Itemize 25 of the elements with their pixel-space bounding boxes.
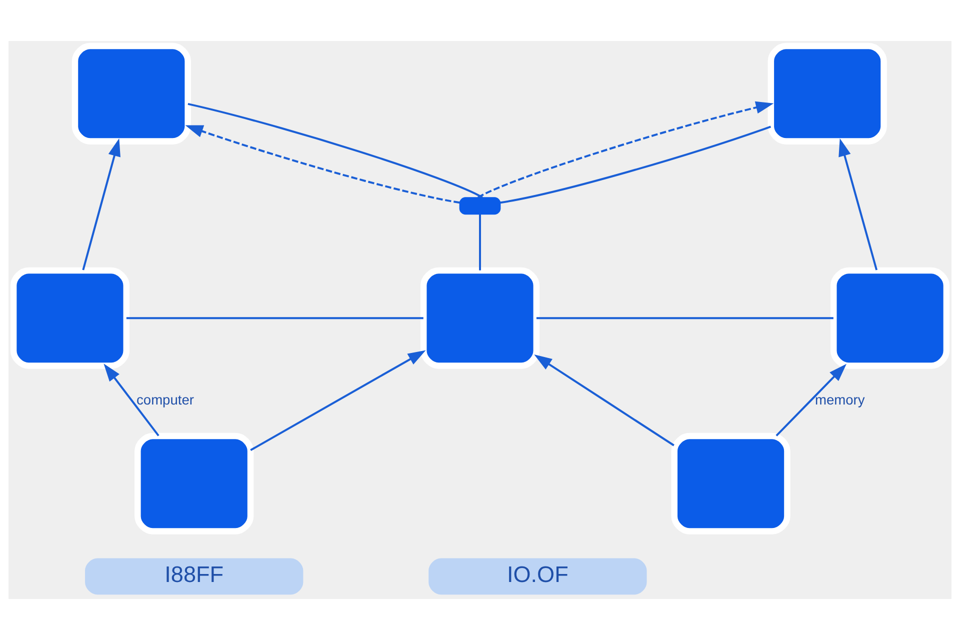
- edge-label: memory: [814, 392, 865, 408]
- arrow: [82, 138, 120, 270]
- connector: [500, 126, 772, 204]
- connector: [126, 317, 424, 320]
- node-box: [420, 267, 540, 369]
- arrow: [185, 125, 460, 204]
- connector: [188, 102, 483, 198]
- node-box: IO.OF: [428, 558, 647, 595]
- arrow: [534, 354, 674, 446]
- arrow: [104, 364, 160, 436]
- node-box: [72, 42, 191, 144]
- arrow: [478, 101, 774, 198]
- arrow: [250, 350, 426, 452]
- edge-label: computer: [136, 392, 194, 408]
- arrow: [776, 364, 847, 436]
- connector: [479, 214, 481, 270]
- node-box: [671, 432, 790, 534]
- node-box: [134, 432, 254, 534]
- connector: [536, 317, 834, 320]
- node-box: [768, 42, 887, 144]
- node-box: [830, 267, 950, 369]
- node-bar: [459, 197, 501, 215]
- arrow: [838, 138, 878, 270]
- node-box: [10, 267, 130, 369]
- node-box: I88FF: [85, 558, 304, 595]
